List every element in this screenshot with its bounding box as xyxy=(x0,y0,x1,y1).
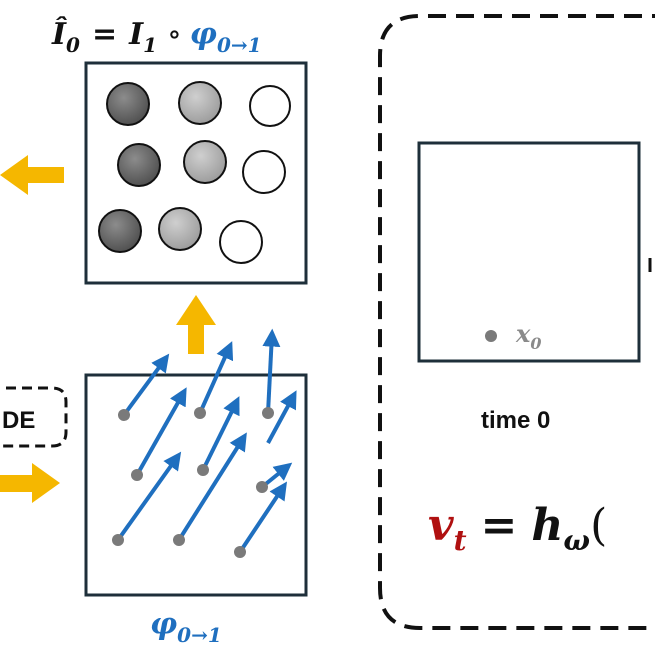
flow-origin-dot xyxy=(256,481,268,493)
phi-subscript: 0→1 xyxy=(217,33,262,57)
circle-white xyxy=(249,85,291,127)
open-paren: ( xyxy=(590,500,607,551)
flow-origin-dot xyxy=(118,409,130,421)
flow-arrow xyxy=(201,396,240,471)
flow-arrow xyxy=(266,390,297,444)
flow-arrow xyxy=(198,341,234,414)
x0-point xyxy=(485,330,497,342)
i-symbol: I xyxy=(128,17,144,52)
compose-operator: ∘ xyxy=(167,17,182,52)
flow-arrow xyxy=(116,451,182,542)
circle-dark xyxy=(117,143,161,187)
circle-dark xyxy=(98,209,142,253)
x-symbol: x xyxy=(515,319,531,348)
flow-origin-dot xyxy=(112,534,124,546)
flow-origin-dot xyxy=(194,407,206,419)
flow-arrow xyxy=(238,481,287,554)
x0-label: x0 xyxy=(515,319,541,353)
h-subscript: ω xyxy=(563,524,590,557)
circle-light xyxy=(178,81,222,125)
circle-dark xyxy=(106,82,150,126)
circle-white xyxy=(242,150,286,194)
ode-box-label: DE xyxy=(2,407,35,434)
ode-dashed-box xyxy=(0,386,68,448)
circle-grid xyxy=(98,81,291,264)
orange-left-arrow-top xyxy=(0,155,64,195)
flow-origin-dot xyxy=(197,464,209,476)
circle-light xyxy=(183,140,227,184)
flow-phi-subscript: 0→1 xyxy=(177,623,222,647)
h-symbol: h xyxy=(531,500,563,551)
velocity-equals: = xyxy=(481,500,518,551)
flow-arrow xyxy=(177,432,247,542)
i-hat-subscript: 0 xyxy=(66,33,80,57)
phi-symbol: φ xyxy=(190,17,217,52)
trajectory-dashed-container xyxy=(378,14,655,630)
flow-origin-dot xyxy=(173,534,185,546)
flow-phi-symbol: φ xyxy=(150,607,177,642)
flow-vectors xyxy=(112,328,297,558)
flow-origin-dot xyxy=(262,407,274,419)
equals-sign: = xyxy=(92,17,117,52)
flow-field-panel xyxy=(84,373,308,597)
v-subscript: t xyxy=(454,524,467,557)
orange-up-arrow xyxy=(176,295,216,354)
i-subscript: 1 xyxy=(143,33,157,57)
v-symbol: v xyxy=(428,500,454,551)
time-zero-panel xyxy=(417,141,641,363)
orange-right-arrow-bottom xyxy=(0,463,60,503)
warped-image-equation: Î0 = I1 ∘φ0→1 xyxy=(51,16,262,57)
flow-arrow xyxy=(262,328,281,414)
flow-arrow xyxy=(135,387,187,476)
x-subscript: 0 xyxy=(530,334,541,353)
flow-origin-dot xyxy=(131,469,143,481)
i-hat-symbol: Î xyxy=(51,16,67,52)
time-zero-label: time 0 xyxy=(481,407,550,434)
velocity-equation: vt = hω( xyxy=(428,500,607,557)
flow-arrow xyxy=(122,353,170,417)
flow-origin-dot xyxy=(234,546,246,558)
circle-white xyxy=(219,220,263,264)
flow-label: φ0→1 xyxy=(150,607,222,647)
circle-light xyxy=(158,207,202,251)
